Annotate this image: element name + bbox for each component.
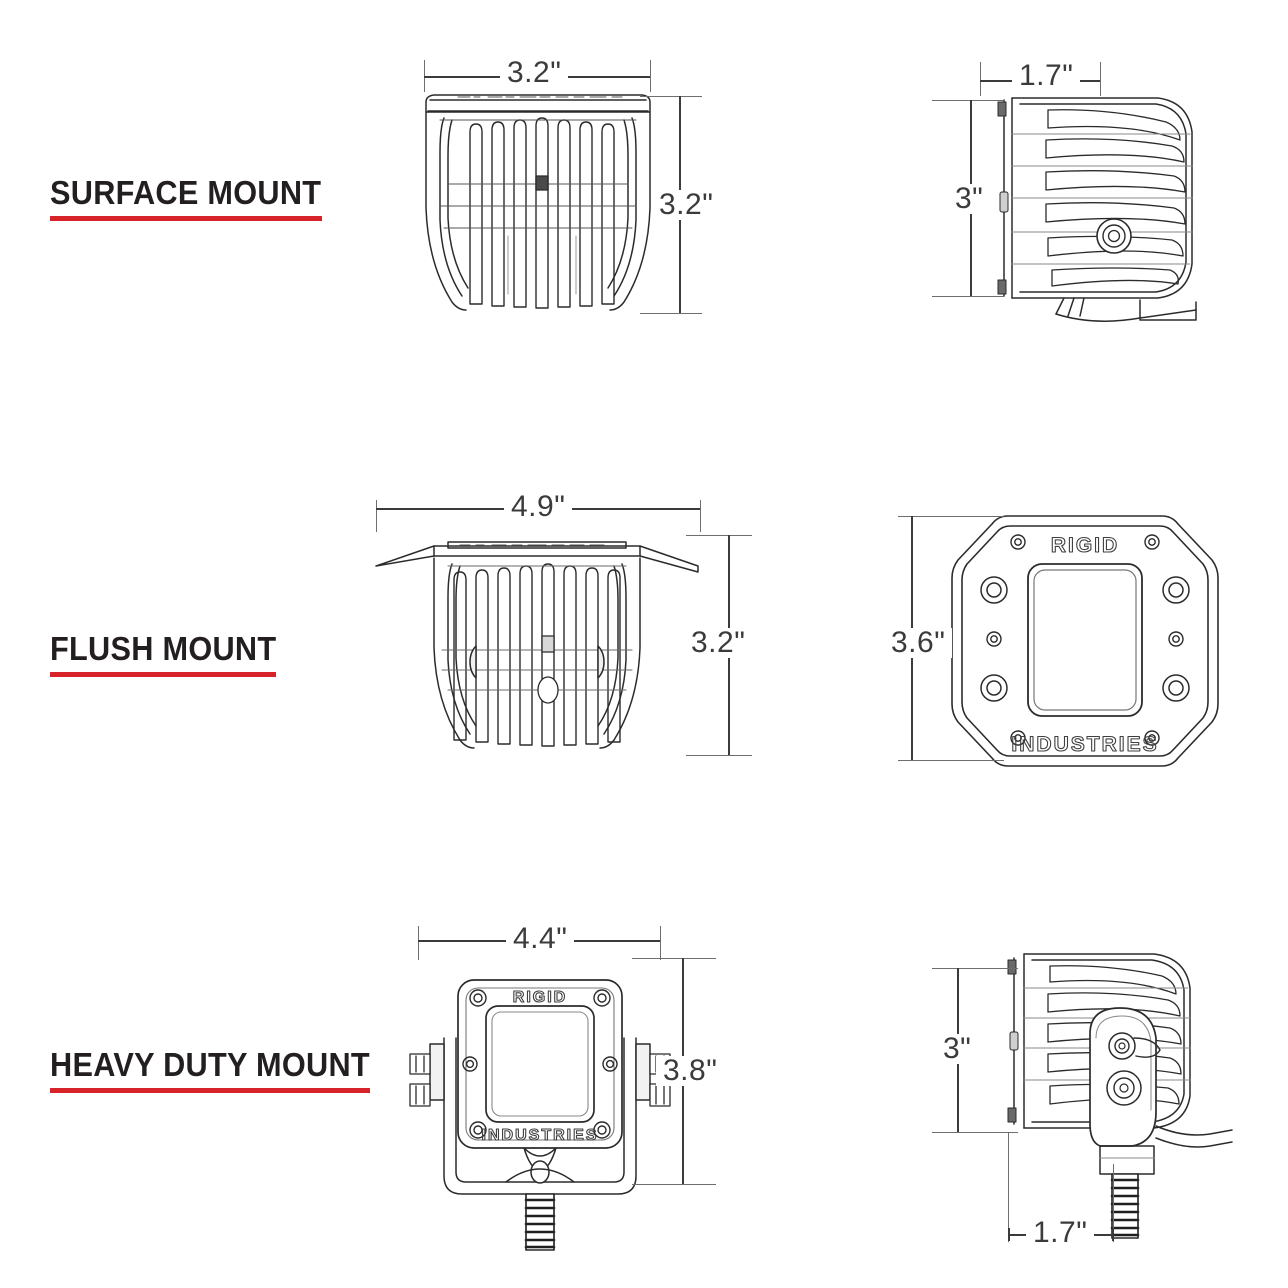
- section-label-text: SURFACE MOUNT: [50, 174, 322, 211]
- dimension-tick: [1112, 1228, 1114, 1241]
- extension-line: [898, 516, 1004, 518]
- dimension-value: 3": [948, 184, 991, 214]
- section-label-underline: [50, 672, 276, 677]
- extension-line: [1100, 62, 1102, 96]
- section-label-text: FLUSH MOUNT: [50, 630, 277, 667]
- dimension-value: 1.7": [1026, 1218, 1095, 1248]
- brand-text-bottom: INDUSTRIES: [1011, 733, 1158, 756]
- extension-line: [932, 100, 1004, 102]
- dimension-value: 3.8": [656, 1056, 725, 1086]
- drawing-heavy-duty-front: RIGID INDUSTRIES: [400, 950, 680, 1251]
- dimension-value: 4.4": [506, 924, 575, 954]
- extension-line: [686, 755, 752, 757]
- extension-line: [418, 926, 420, 960]
- extension-line: [932, 1132, 1018, 1134]
- section-label-heavy-duty-mount: HEAVY DUTY MOUNT: [50, 1048, 370, 1093]
- brand-text-top: RIGID: [513, 989, 567, 1006]
- dimension-value: 3.2": [500, 58, 569, 88]
- section-label-underline: [50, 216, 322, 221]
- extension-line: [650, 60, 652, 92]
- section-label-text: HEAVY DUTY MOUNT: [50, 1046, 370, 1083]
- dimension-value: 3.2": [684, 628, 753, 658]
- extension-line: [686, 535, 752, 537]
- extension-line: [376, 500, 378, 532]
- dimension-value: 3.2": [652, 190, 721, 220]
- extension-line: [640, 96, 702, 98]
- section-label-flush-mount: FLUSH MOUNT: [50, 632, 276, 677]
- extension-line: [898, 760, 1004, 762]
- extension-line: [660, 926, 662, 960]
- drawing-heavy-duty-side: [1004, 946, 1234, 1246]
- section-label-surface-mount: SURFACE MOUNT: [50, 176, 322, 221]
- extension-line: [632, 1184, 716, 1186]
- drawing-surface-mount-side: [990, 88, 1210, 328]
- extension-line: [980, 62, 982, 96]
- dimension-value: 3": [936, 1034, 979, 1064]
- dimension-value: 3.6": [884, 628, 953, 658]
- extension-line: [640, 313, 702, 315]
- dimension-tick: [1008, 1228, 1010, 1241]
- extension-line: [700, 500, 702, 532]
- drawing-flush-mount-front: [372, 528, 702, 768]
- extension-line: [1113, 1164, 1115, 1242]
- drawing-surface-mount-front: [418, 88, 658, 328]
- extension-line: [932, 296, 1004, 298]
- drawing-flush-mount-face: RIGID INDUSTRIES: [950, 512, 1220, 772]
- extension-line: [932, 968, 1018, 970]
- extension-line: [1008, 1132, 1010, 1242]
- extension-line: [632, 958, 716, 960]
- dimension-value: 4.9": [504, 492, 573, 522]
- section-label-underline: [50, 1088, 370, 1093]
- brand-text-top: RIGID: [1051, 534, 1119, 557]
- dimension-value: 1.7": [1012, 61, 1081, 91]
- brand-text-bottom: INDUSTRIES: [482, 1127, 599, 1144]
